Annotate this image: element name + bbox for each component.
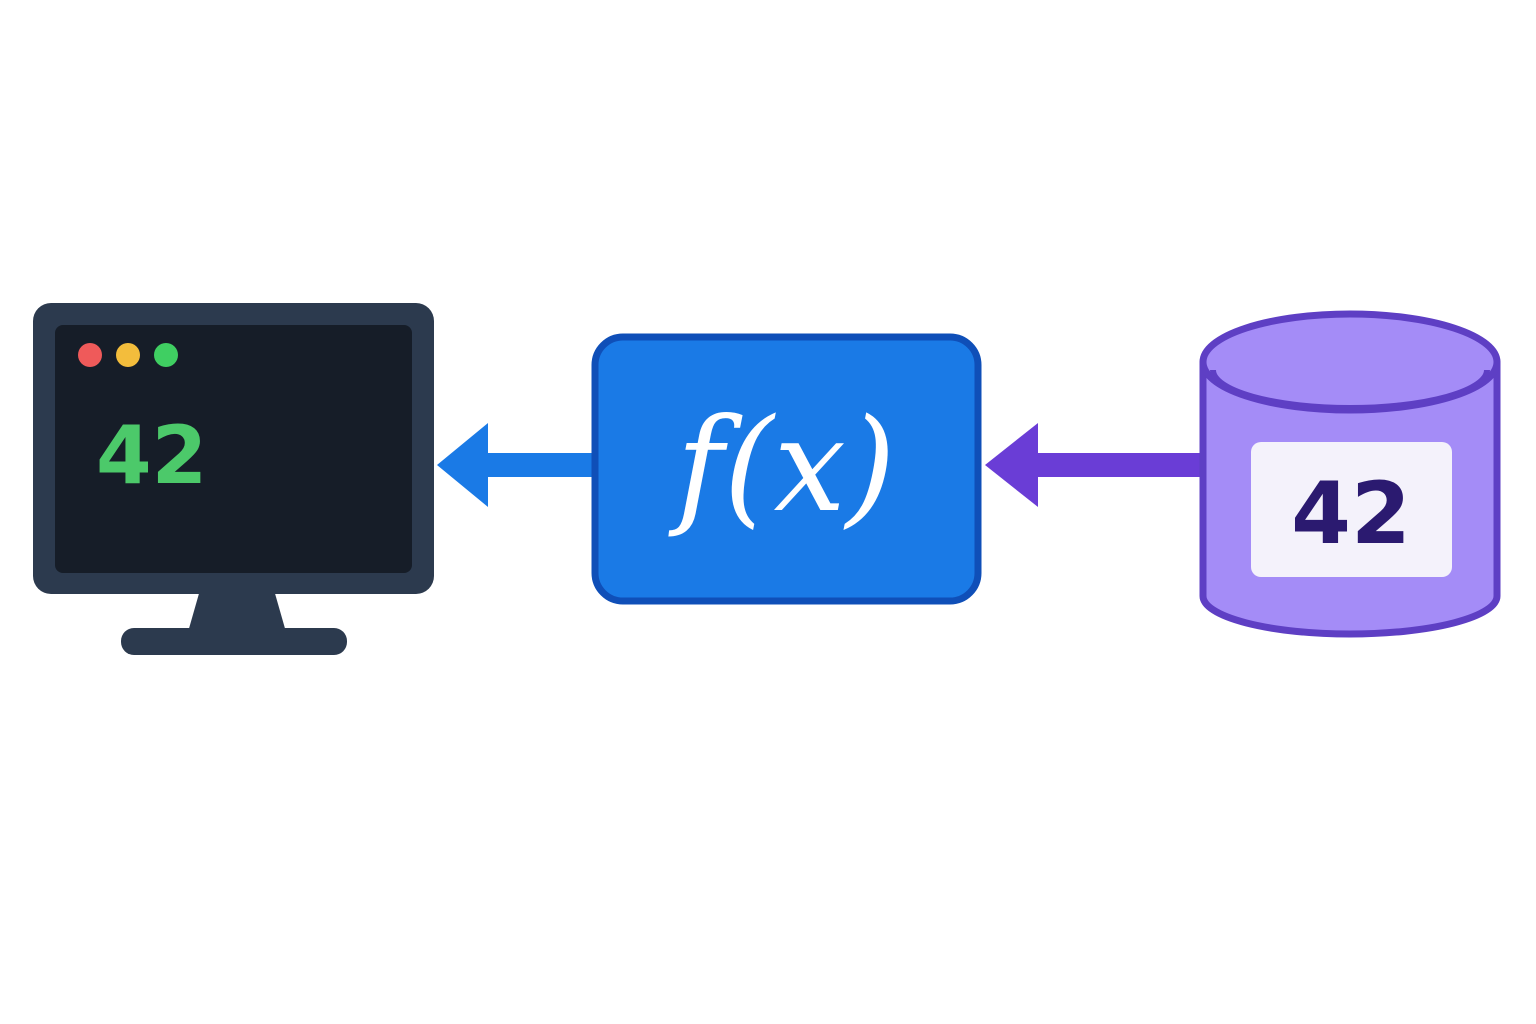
window-dot-yellow-icon [116,343,140,367]
database-label-card [1251,442,1452,577]
monitor-value: 42 [96,409,207,502]
database-value: 42 [1291,464,1411,564]
function-label: f(x) [668,392,895,541]
window-dot-green-icon [154,343,178,367]
arrowhead-left-icon [985,423,1038,507]
database-rim [1210,369,1490,411]
arrow-database-to-function [985,423,1203,507]
function-box-body [591,333,982,605]
monitor-icon: 42 [33,303,434,655]
monitor-stand [188,590,286,632]
arrowhead-left-icon [437,423,488,507]
arrow-function-to-monitor [437,423,596,507]
window-dot-red-icon [78,343,102,367]
monitor-base [121,628,347,655]
function-box: f(x) [591,333,982,605]
database-icon: 42 [1199,310,1501,638]
monitor-screen [55,325,412,573]
